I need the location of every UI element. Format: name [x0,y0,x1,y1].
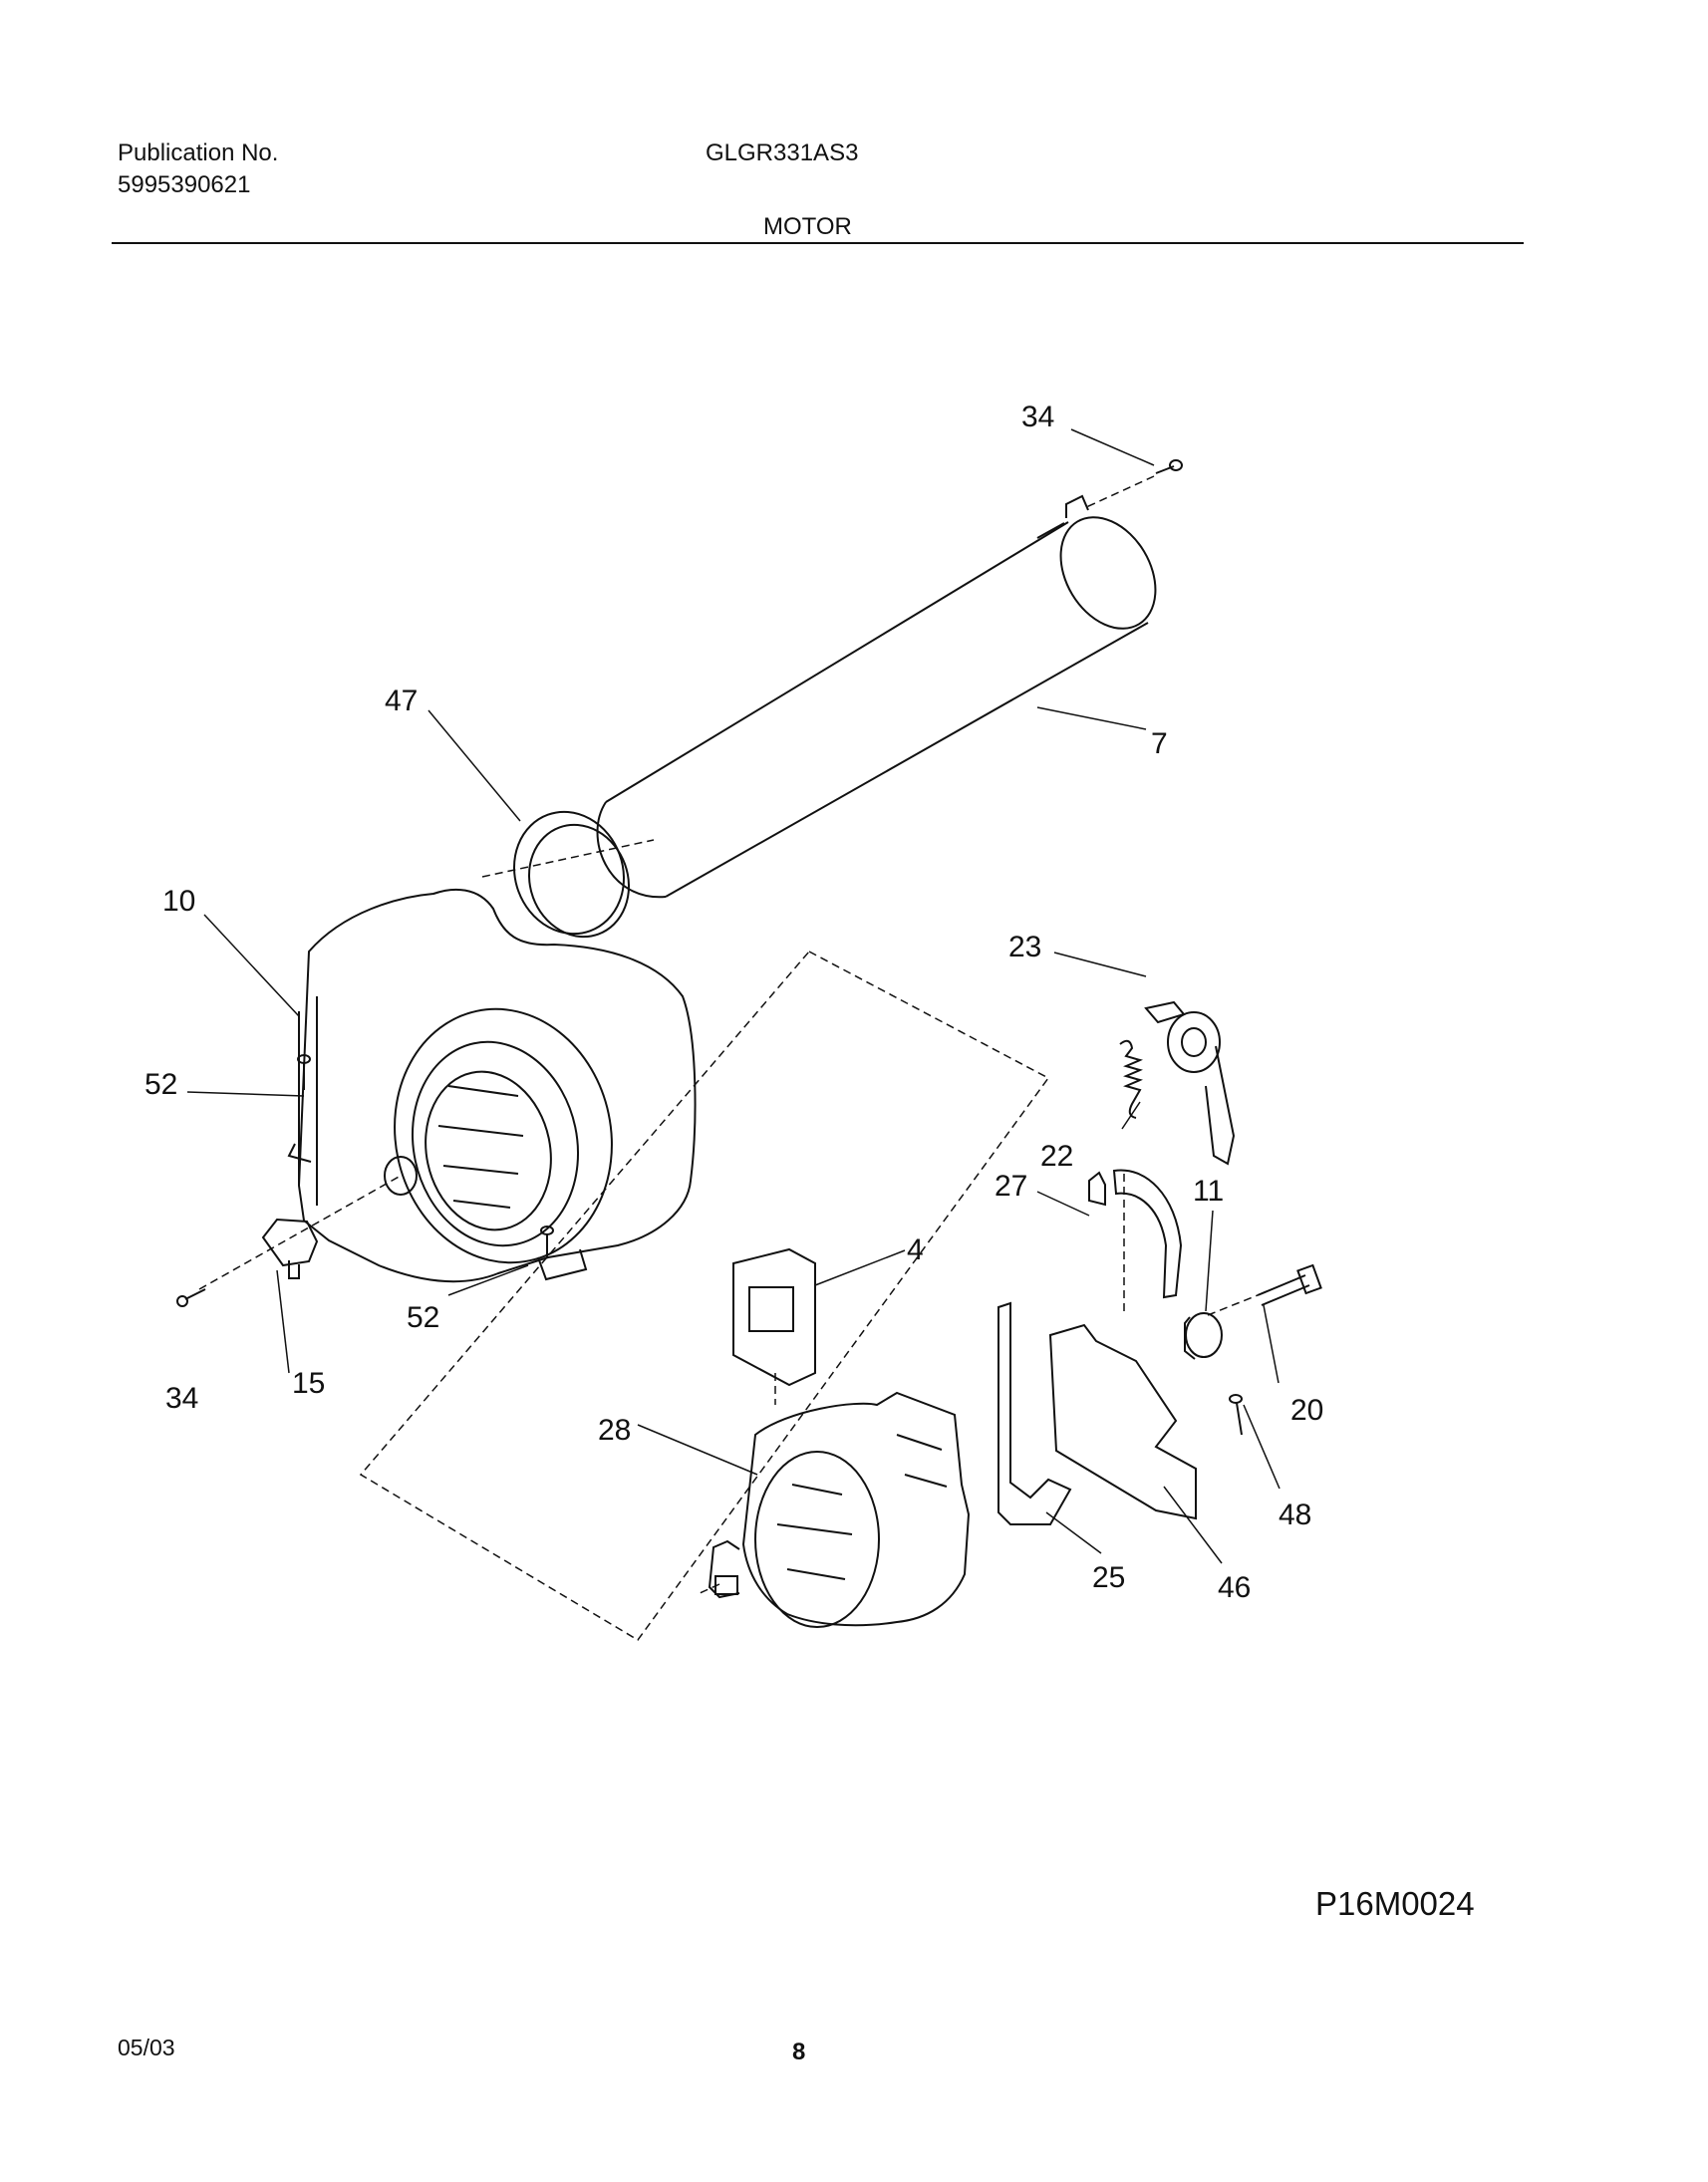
part-22-idler-spring [1119,1039,1143,1119]
header-rule [112,242,1524,244]
callout-23: 23 [1008,931,1041,963]
part-48-screw [1229,1394,1243,1436]
publication-number: 5995390621 [118,171,251,198]
callout-7: 7 [1151,727,1168,760]
callout-52-left: 52 [144,1068,177,1101]
leader-lines [186,428,1281,1564]
part-25-motor-strap [997,1301,1072,1525]
drawing-code: P16M0024 [1315,1885,1475,1922]
part-7-exhaust-duct [596,494,1157,899]
part-47-duct-seal [513,810,631,939]
part-46-motor-mount [1048,1323,1197,1520]
model-number: GLGR331AS3 [706,139,859,166]
callout-15: 15 [292,1367,325,1400]
part-10-blower-housing [287,888,697,1283]
part-34-screw-top [1155,459,1183,474]
page-number: 8 [792,2039,806,2065]
callout-47: 47 [385,684,418,717]
callout-25: 25 [1092,1561,1125,1594]
part-23-idler-pulley-bracket [1144,1000,1236,1166]
callout-20: 20 [1290,1394,1323,1427]
footer-date: 05/03 [118,2035,175,2060]
callout-52-bottom: 52 [407,1301,439,1334]
callout-10: 10 [162,885,195,918]
section-title: MOTOR [763,213,852,240]
callout-4: 4 [907,1233,924,1266]
part-52-screw-lower [540,1226,554,1257]
callout-22: 22 [1040,1140,1073,1173]
callout-28: 28 [598,1414,631,1447]
callout-48: 48 [1279,1499,1311,1531]
part-4-motor-block [732,1247,816,1387]
part-11-idler-pulley [1184,1312,1223,1360]
motor-base-outline [359,951,1050,1641]
callout-46: 46 [1218,1571,1251,1604]
part-34-screw-bottom [176,1288,206,1307]
callout-27: 27 [995,1170,1027,1203]
callout-34-bottom: 34 [165,1382,198,1415]
assembly-lines [198,475,1259,1595]
part-28-drive-motor [708,1391,971,1628]
callout-34-top: 34 [1021,401,1054,433]
part-27-pulley-clip [1088,1169,1183,1299]
part-20-shoulder-bolt [1257,1263,1322,1306]
publication-label: Publication No. [118,139,279,166]
callout-11: 11 [1193,1175,1224,1208]
part-52-screw-upper [297,1054,311,1090]
part-15-clip [261,1218,319,1279]
